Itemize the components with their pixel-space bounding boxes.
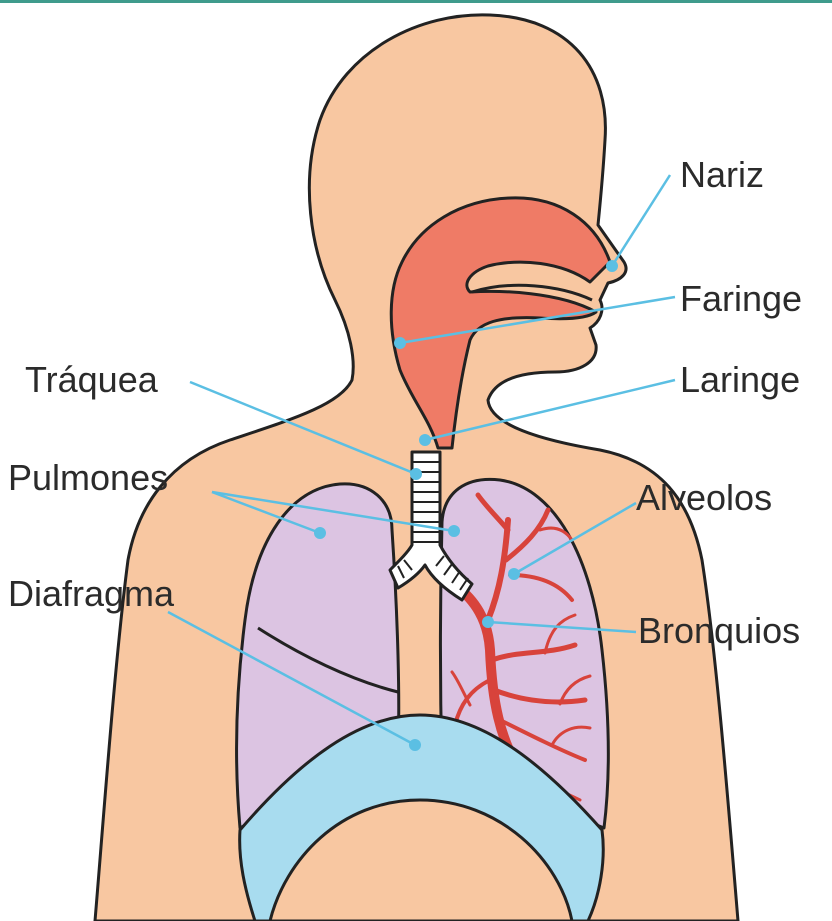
dot-faringe — [394, 337, 406, 349]
dot-pulmones-b — [448, 525, 460, 537]
label-traquea: Tráquea — [25, 359, 159, 400]
dot-alveolos — [508, 568, 520, 580]
label-bronquios: Bronquios — [638, 610, 800, 651]
dot-pulmones-a — [314, 527, 326, 539]
label-diafragma: Diafragma — [8, 573, 175, 614]
dot-laringe — [419, 434, 431, 446]
label-laringe: Laringe — [680, 359, 800, 400]
label-faringe: Faringe — [680, 278, 802, 319]
dot-bronquios — [482, 616, 494, 628]
dot-traquea — [410, 468, 422, 480]
label-pulmones: Pulmones — [8, 457, 168, 498]
label-nariz: Nariz — [680, 154, 764, 195]
dot-nariz — [606, 260, 618, 272]
label-alveolos: Alveolos — [636, 477, 772, 518]
pointer-nariz — [612, 175, 670, 266]
dot-diafragma — [409, 739, 421, 751]
